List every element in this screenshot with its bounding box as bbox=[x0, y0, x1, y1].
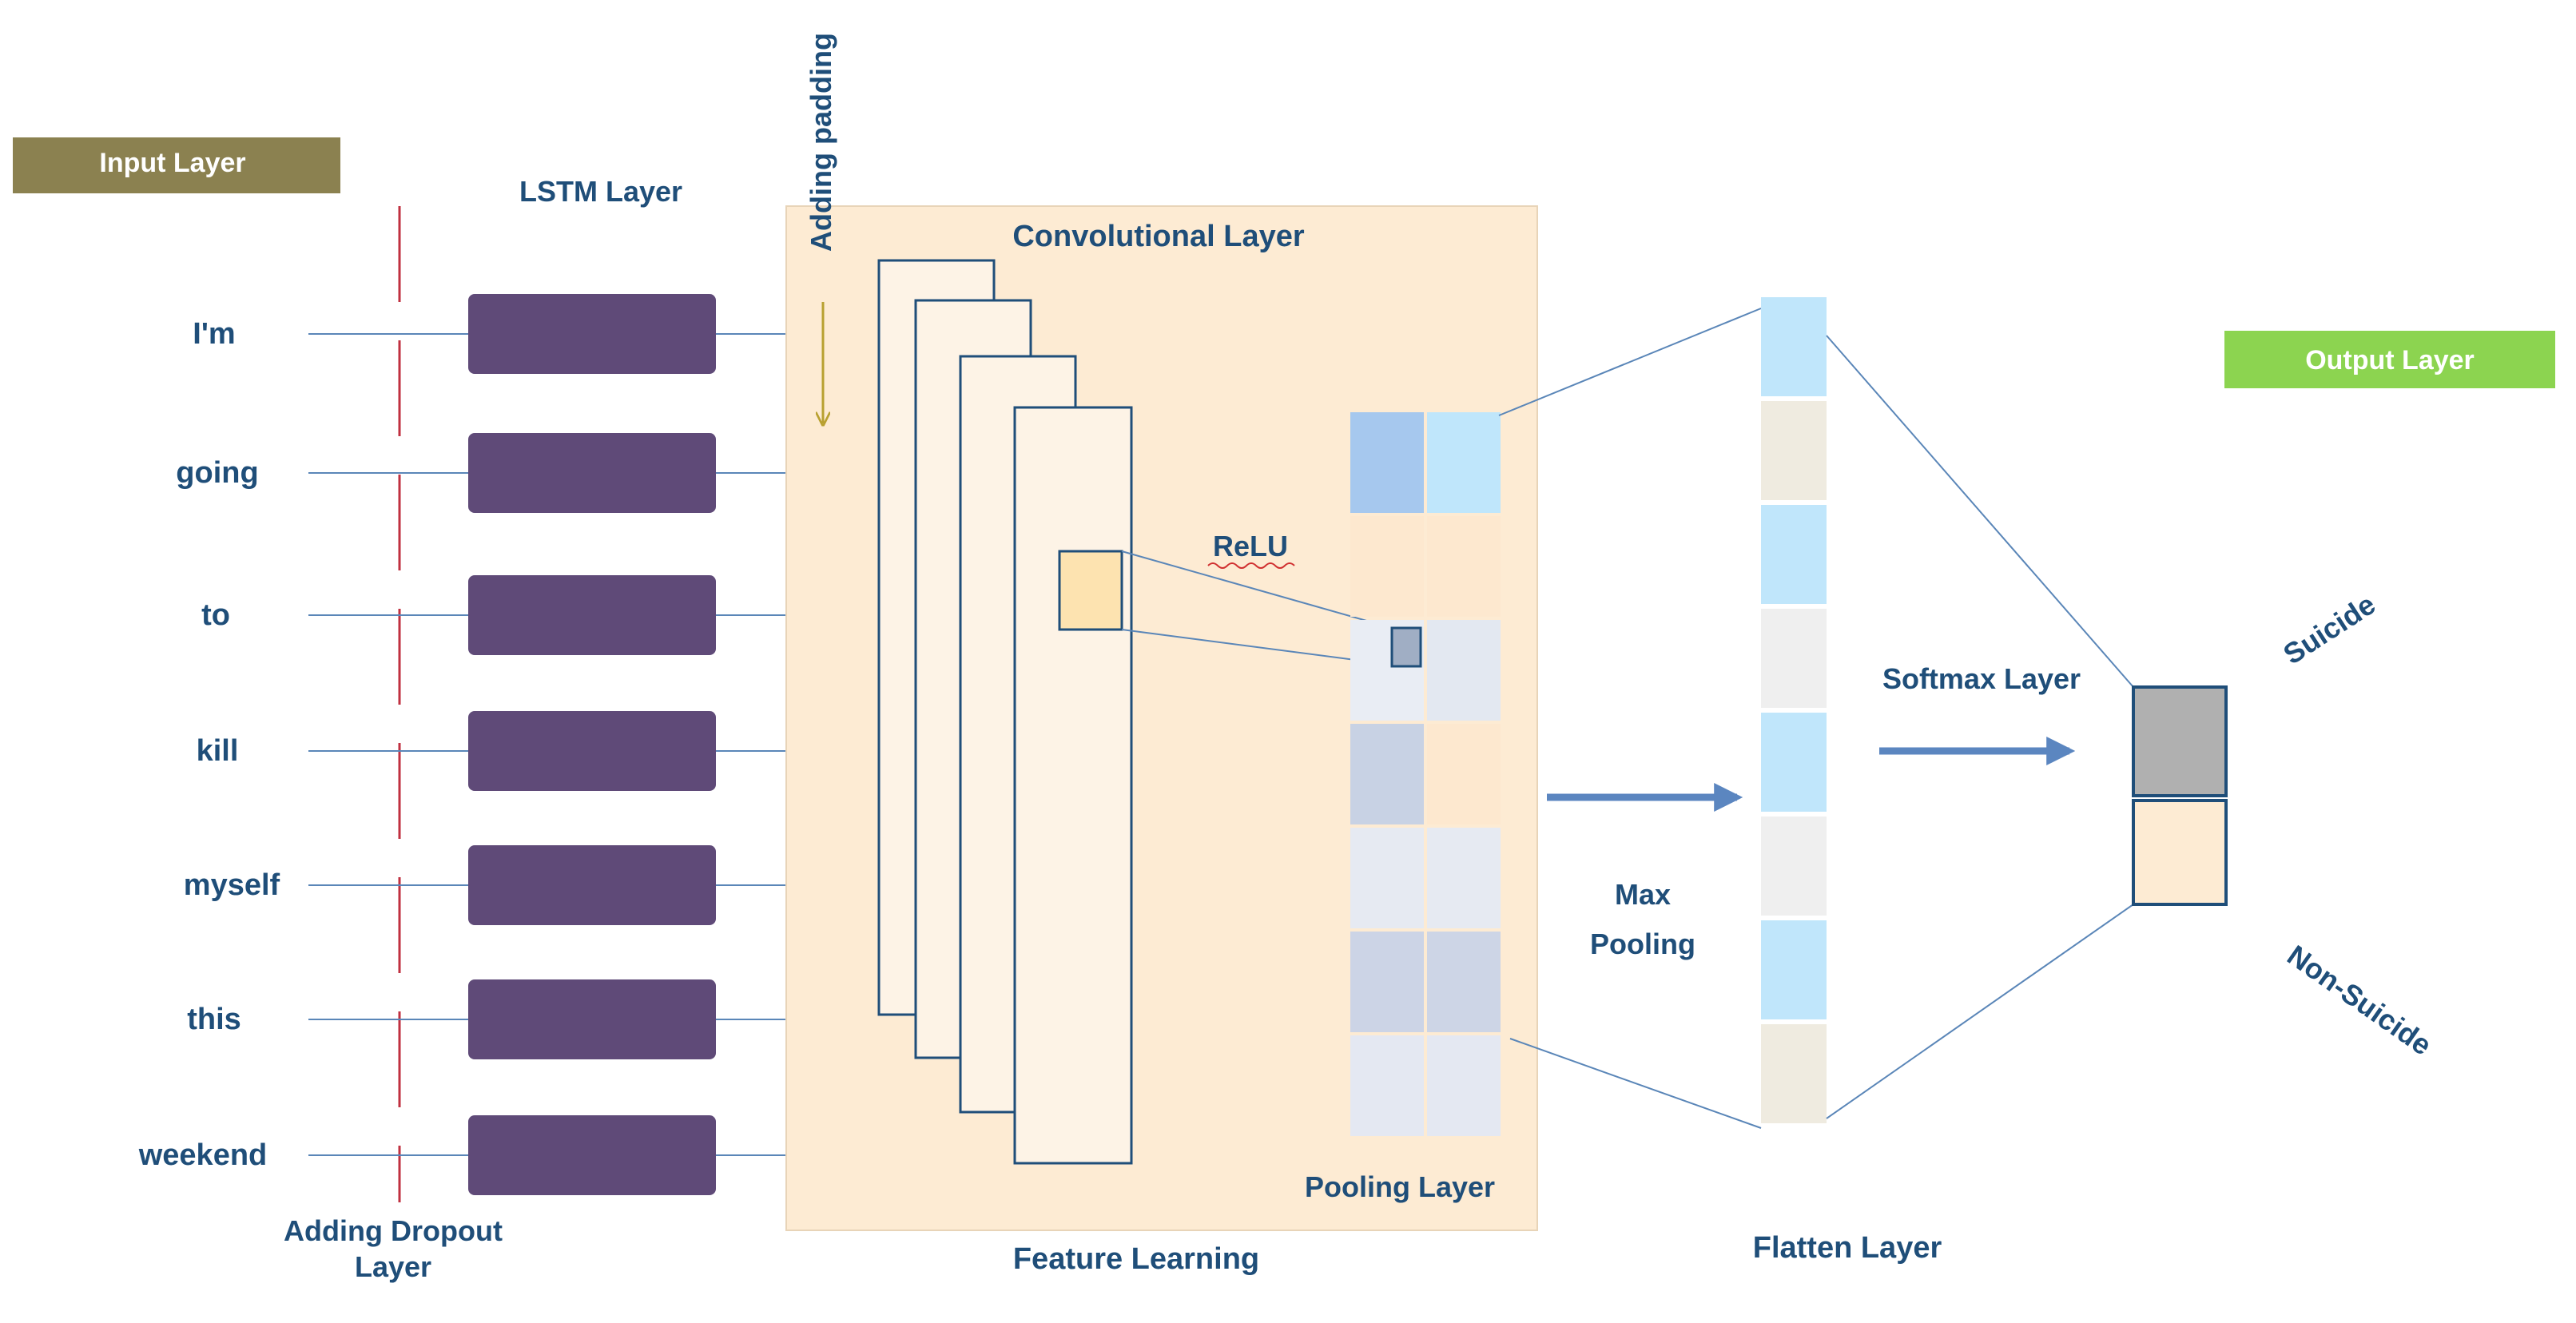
flatten-cell bbox=[1761, 505, 1827, 604]
pool-flatten-line-bottom bbox=[1509, 1038, 1762, 1129]
feature-map-4 bbox=[1013, 406, 1133, 1165]
relu-output-cell bbox=[1390, 626, 1422, 668]
lstm-cell bbox=[468, 294, 716, 374]
input-words: I'm going to kill myself this weekend bbox=[138, 317, 468, 1172]
pooling-grid bbox=[1350, 412, 1501, 1136]
relu-line-top bbox=[1121, 550, 1393, 629]
flatten-cell bbox=[1761, 297, 1827, 396]
pooling-cell bbox=[1427, 724, 1501, 824]
lstm-cells bbox=[468, 294, 987, 1195]
input-word: I'm bbox=[193, 317, 235, 351]
output-node-suicide bbox=[2132, 685, 2228, 797]
lstm-cell bbox=[468, 979, 716, 1059]
flatten-output-line-bottom bbox=[1826, 904, 2134, 1119]
flatten-cell bbox=[1761, 401, 1827, 500]
flatten-cell bbox=[1761, 713, 1827, 812]
flatten-layer-title: Flatten Layer bbox=[1753, 1231, 1942, 1265]
conv-feature-maps bbox=[877, 259, 1133, 1165]
pooling-cell bbox=[1427, 620, 1501, 721]
input-word: going bbox=[176, 456, 258, 490]
pooling-cell bbox=[1350, 828, 1424, 928]
pooling-cell bbox=[1427, 932, 1501, 1032]
output-layer-title: Output Layer bbox=[2305, 345, 2475, 375]
max-pooling-label: Max bbox=[1615, 878, 1671, 911]
pooling-cell bbox=[1350, 1035, 1424, 1136]
flatten-column bbox=[1761, 297, 1827, 1123]
output-node-non-suicide bbox=[2132, 799, 2228, 906]
conv-kernel bbox=[1058, 550, 1123, 631]
class-non-suicide-label: Non-Suicide bbox=[2281, 939, 2438, 1062]
max-pooling-label-line2: Pooling bbox=[1590, 928, 1695, 960]
flatten-cell bbox=[1761, 816, 1827, 916]
input-layer-title: Input Layer bbox=[99, 148, 245, 178]
lstm-cell bbox=[468, 1115, 716, 1195]
pooling-cell bbox=[1350, 932, 1424, 1032]
dropout-label: Adding Dropout bbox=[284, 1214, 503, 1247]
pooling-cell bbox=[1427, 828, 1501, 928]
flatten-cell bbox=[1761, 609, 1827, 708]
flatten-output-line-top bbox=[1826, 335, 2134, 688]
input-word: myself bbox=[184, 868, 280, 902]
feature-learning-label: Feature Learning bbox=[1013, 1242, 1259, 1276]
input-word: weekend bbox=[138, 1138, 268, 1172]
pooling-layer-title: Pooling Layer bbox=[1305, 1170, 1495, 1203]
class-suicide-label: Suicide bbox=[2277, 587, 2381, 670]
dropout-label-line2: Layer bbox=[355, 1250, 431, 1283]
input-word: to bbox=[201, 598, 230, 632]
pooling-cell bbox=[1350, 724, 1424, 824]
lstm-cell bbox=[468, 575, 716, 655]
relu-label: ReLU bbox=[1213, 530, 1288, 562]
pooling-cell bbox=[1350, 412, 1424, 513]
input-layer-badge: Input Layer bbox=[13, 137, 340, 193]
softmax-layer-title: Softmax Layer bbox=[1882, 662, 2081, 695]
flatten-cell bbox=[1761, 920, 1827, 1019]
lstm-cell bbox=[468, 845, 716, 925]
relu-underline bbox=[1207, 562, 1295, 569]
adding-padding-label: Adding padding bbox=[805, 33, 837, 252]
relu-line-bottom bbox=[1121, 629, 1393, 665]
flatten-cell bbox=[1761, 1024, 1827, 1123]
pooling-cell bbox=[1427, 412, 1501, 513]
pool-flatten-line-top bbox=[1498, 308, 1762, 416]
output-layer-badge: Output Layer bbox=[2224, 331, 2555, 388]
lstm-layer-title: LSTM Layer bbox=[519, 175, 682, 208]
pooling-cell bbox=[1427, 1035, 1501, 1136]
lstm-cell bbox=[468, 433, 716, 513]
pooling-cell bbox=[1350, 516, 1424, 617]
input-word: this bbox=[187, 1003, 241, 1036]
lstm-cell bbox=[468, 711, 716, 791]
pooling-cell bbox=[1427, 516, 1501, 617]
input-word: kill bbox=[197, 734, 239, 768]
convolutional-layer-title: Convolutional Layer bbox=[1012, 220, 1304, 253]
